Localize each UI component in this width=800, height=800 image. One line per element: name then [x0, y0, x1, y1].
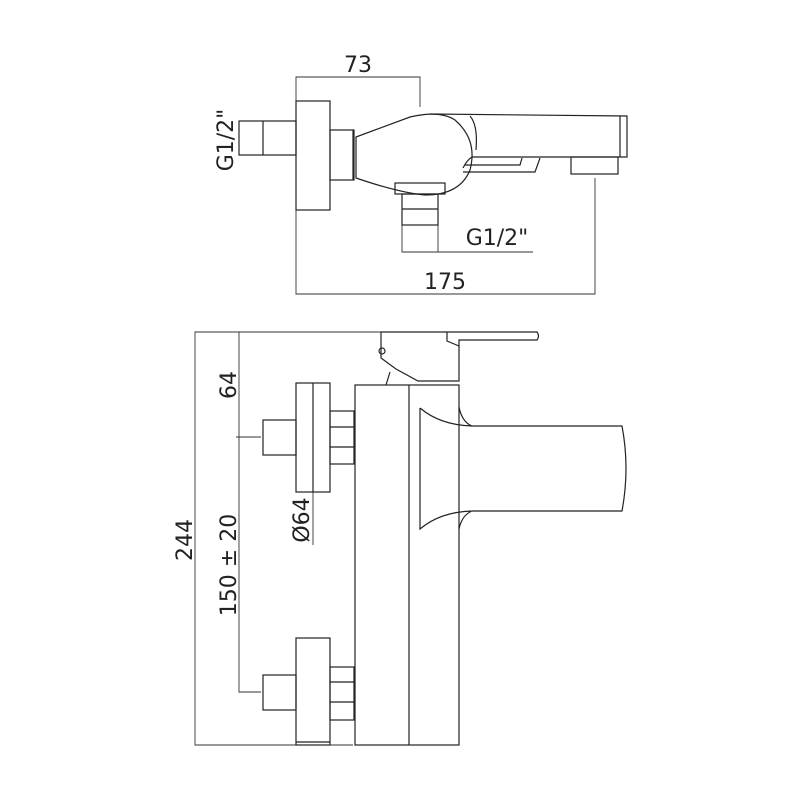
- outlet-thread-label: G1/2": [466, 226, 529, 251]
- nut: [329, 129, 355, 181]
- lever-handle: [380, 331, 540, 382]
- upper-connector: [262, 382, 355, 493]
- dimension-73: 73: [295, 53, 421, 107]
- inlet-thread-label: G1/2": [214, 109, 239, 172]
- dim-150-label: 150 ± 20: [217, 514, 242, 616]
- dim-64-label: 64: [217, 371, 242, 399]
- aerator: [570, 156, 619, 175]
- dim-244-label: 244: [173, 519, 198, 561]
- side-view: 244 64 150 ± 20 Ø64: [173, 331, 627, 746]
- dimension-150: 150 ± 20: [217, 437, 261, 693]
- wall-flange: [295, 100, 331, 211]
- dim-175-label: 175: [424, 270, 466, 295]
- dimension-175: 175: [295, 178, 596, 295]
- dimension-244: 244: [173, 331, 381, 746]
- dim-73-label: 73: [344, 53, 372, 78]
- lower-connector: [262, 637, 355, 746]
- top-view: 73 175 G1/2" G1/2": [214, 53, 628, 295]
- mixer-body: [355, 113, 473, 196]
- mixer-body-side: [354, 384, 460, 746]
- dimension-64: 64: [217, 332, 261, 438]
- spout: [419, 406, 627, 531]
- dimension-diameter-64: Ø64: [290, 492, 315, 545]
- dim-diameter-label: Ø64: [290, 497, 315, 542]
- bottom-outlet: G1/2": [394, 182, 533, 253]
- left-inlet: G1/2": [214, 109, 297, 172]
